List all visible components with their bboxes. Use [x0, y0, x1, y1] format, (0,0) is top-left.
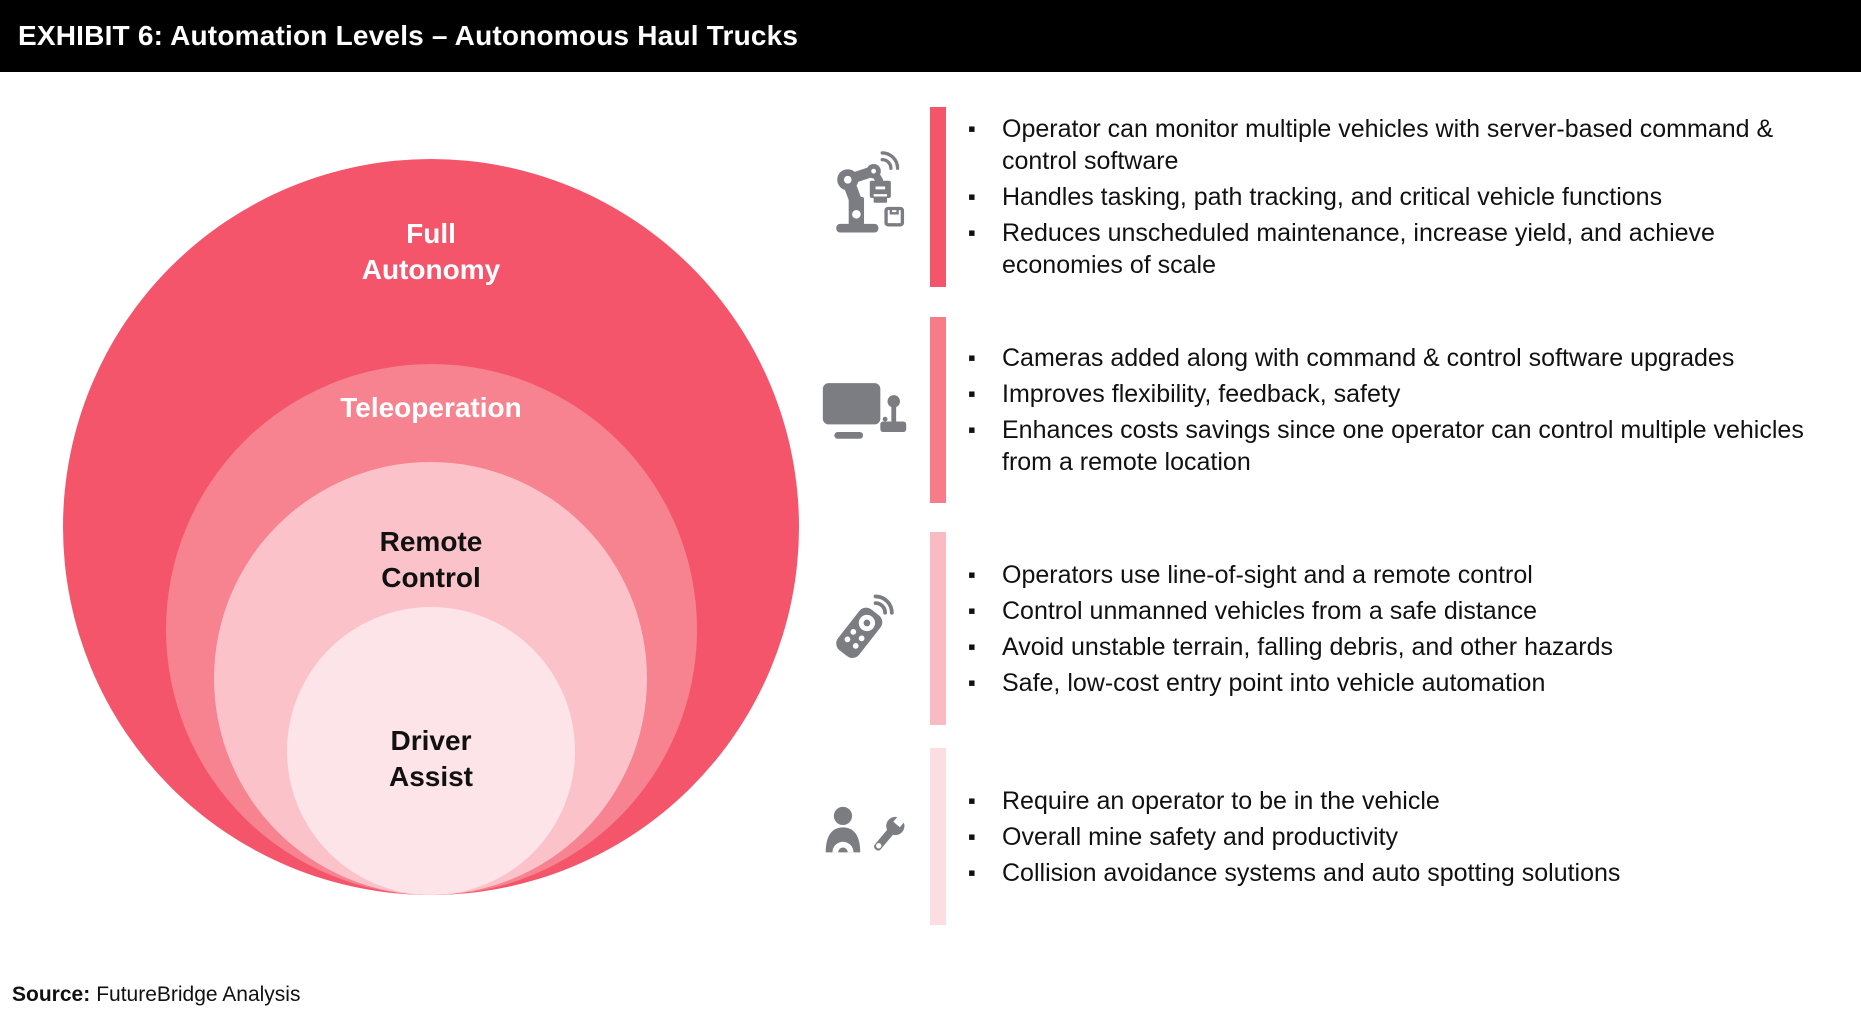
robot-arm-icon — [836, 151, 905, 233]
page-title: EXHIBIT 6: Automation Levels – Autonomou… — [18, 20, 799, 51]
bullet-item: ▪ Cameras added along with command & cont… — [968, 342, 1824, 374]
bullet-list: ▪ Operator can monitor multiple vehicles … — [968, 113, 1824, 281]
bullet-item: ▪ Require an operator to be in the vehicl… — [968, 785, 1824, 817]
source-text: FutureBridge Analysis — [96, 983, 301, 1006]
bullet-item: ▪ Operator can monitor multiple vehicles … — [968, 113, 1824, 177]
bullet-list: ▪ Operators use line-of-sight and a remot… — [968, 559, 1824, 699]
bullet-item: ▪ Overall mine safety and productivity — [968, 821, 1824, 853]
bullet-marker: ▪ — [968, 184, 976, 209]
accent-bar — [930, 532, 946, 725]
icon-box — [810, 748, 920, 925]
bullet-marker: ▪ — [968, 116, 976, 141]
icon-box — [810, 107, 920, 287]
bullet-text: Overall mine safety and productivity — [1002, 822, 1399, 851]
bullet-item: ▪ Safe, low-cost entry point into vehicle… — [968, 667, 1824, 699]
bullet-item: ▪ Enhances costs savings since one operat… — [968, 414, 1824, 478]
bullet-list: ▪ Cameras added along with command & cont… — [968, 342, 1824, 478]
bullet-text: Handles tasking, path tracking, and crit… — [1002, 183, 1663, 211]
bullet-text: Cameras added along with command & contr… — [1002, 344, 1735, 372]
bullet-text: Operator can monitor multiple vehicles w… — [1002, 115, 1774, 175]
section-full-autonomy: ▪ Operator can monitor multiple vehicles … — [690, 107, 1840, 287]
section-teleoperation: ▪ Cameras added along with command & cont… — [690, 317, 1840, 503]
accent-bar — [930, 748, 946, 925]
label-teleoperation: Teleoperation — [340, 392, 522, 423]
bullet-list: ▪ Require an operator to be in the vehicl… — [968, 785, 1824, 889]
icon-box — [810, 532, 920, 725]
bullet-item: ▪ Handles tasking, path tracking, and cri… — [968, 181, 1824, 213]
bullet-marker: ▪ — [968, 345, 976, 370]
icon-box — [810, 317, 920, 503]
bullet-text: Avoid unstable terrain, falling debris, … — [1002, 632, 1614, 661]
monitor-joystick-icon — [822, 383, 907, 439]
source-line: Source:FutureBridge Analysis — [12, 983, 300, 1007]
circle-driver-assist — [287, 607, 575, 895]
bullet-marker: ▪ — [968, 417, 976, 442]
bullet-marker: ▪ — [968, 561, 976, 587]
bullet-text: Collision avoidance systems and auto spo… — [1002, 858, 1621, 887]
bullet-marker: ▪ — [968, 381, 976, 406]
bullet-text: Control unmanned vehicles from a safe di… — [1002, 596, 1538, 625]
bullet-item: ▪ Collision avoidance systems and auto sp… — [968, 857, 1824, 889]
remote-control-icon — [836, 594, 894, 658]
source-label: Source: — [12, 983, 91, 1006]
section-driver-assist: ▪ Require an operator to be in the vehicl… — [690, 748, 1840, 925]
accent-bar — [930, 107, 946, 287]
bullet-item: ▪ Reduces unscheduled maintenance, increa… — [968, 217, 1824, 281]
bullet-item: ▪ Avoid unstable terrain, falling debris,… — [968, 631, 1824, 663]
bullet-marker: ▪ — [968, 859, 976, 885]
bullet-marker: ▪ — [968, 220, 976, 245]
label-driver-assist: Driver Assist — [388, 725, 474, 792]
bullet-marker: ▪ — [968, 669, 976, 695]
accent-bar — [930, 317, 946, 503]
bullet-text: Operators use line-of-sight and a remote… — [1002, 560, 1533, 589]
label-full-autonomy: Full Autonomy — [361, 218, 501, 285]
label-remote-control: Remote Control — [379, 526, 483, 593]
bullet-marker: ▪ — [968, 823, 976, 849]
bullet-item: ▪ Improves flexibility, feedback, safety — [968, 378, 1824, 410]
header-bar: EXHIBIT 6: Automation Levels – Autonomou… — [0, 0, 1861, 72]
bullet-text: Improves flexibility, feedback, safety — [1002, 380, 1401, 408]
bullet-text: Require an operator to be in the vehicle — [1002, 786, 1440, 815]
driver-wrench-icon — [825, 806, 908, 852]
bullet-text: Safe, low-cost entry point into vehicle … — [1002, 668, 1546, 697]
bullet-text: Reduces unscheduled maintenance, increas… — [1002, 219, 1715, 279]
bullet-marker: ▪ — [968, 633, 976, 659]
section-remote-control: ▪ Operators use line-of-sight and a remot… — [690, 532, 1840, 725]
bullet-marker: ▪ — [968, 597, 976, 623]
bullet-text: Enhances costs savings since one operato… — [1002, 416, 1804, 476]
bullet-item: ▪ Control unmanned vehicles from a safe d… — [968, 595, 1824, 627]
bullet-item: ▪ Operators use line-of-sight and a remot… — [968, 559, 1824, 591]
bullet-marker: ▪ — [968, 787, 976, 813]
